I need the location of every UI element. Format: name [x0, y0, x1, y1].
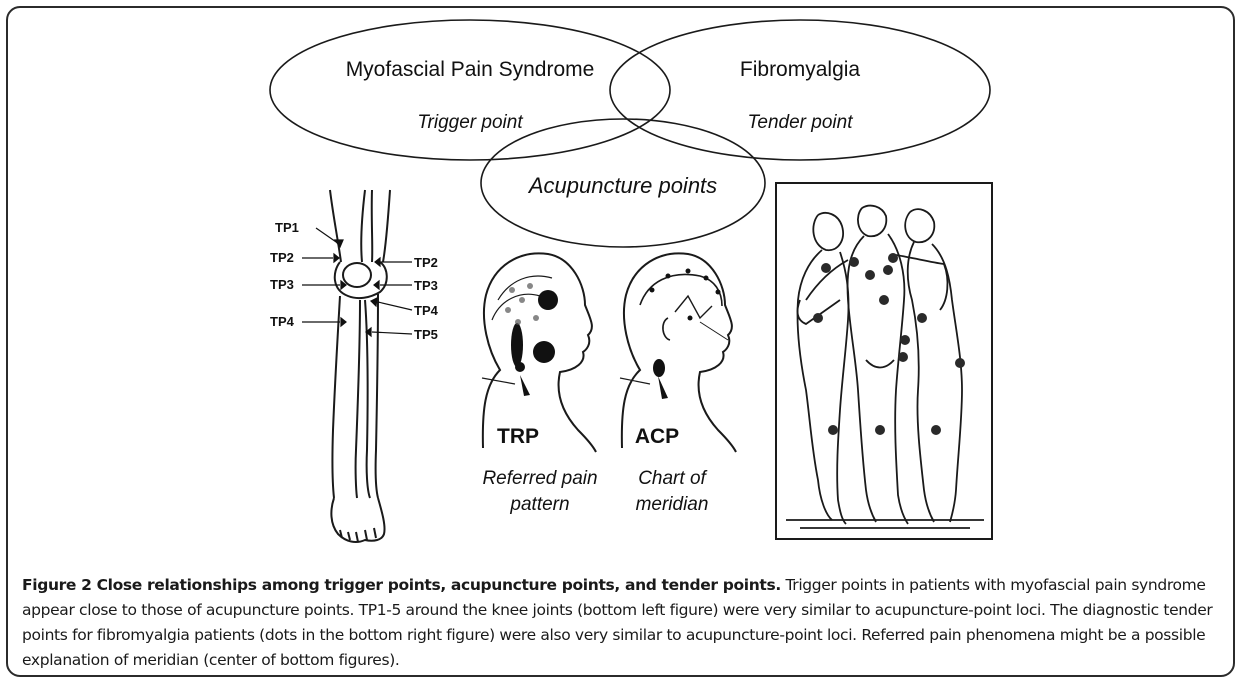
knee-label-tp1-left: TP1: [275, 220, 299, 235]
knee-label-tp3-left: TP3: [270, 277, 294, 292]
head-tag-trp: TRP: [497, 425, 539, 448]
knee-label-tp5-right: TP5: [414, 327, 438, 342]
head-right-caption-line1: Chart of: [638, 468, 707, 489]
head-left-caption-line2: pattern: [509, 494, 569, 515]
venn-ellipse-fibromyalgia: [610, 20, 990, 160]
knee-labels-right: TP2 TP3 TP4 TP5: [414, 255, 439, 342]
knee-label-tp3-right: TP3: [414, 278, 438, 293]
knee-label-tp4-left: TP4: [270, 314, 295, 329]
knee-trigger-markers: [302, 228, 412, 336]
knee-label-tp2-right: TP2: [414, 255, 438, 270]
knee-labels-left: TP1 TP2 TP3 TP4: [270, 220, 299, 329]
venn-left-title: Myofascial Pain Syndrome: [346, 58, 595, 81]
head-referred-pain-zones: [505, 283, 558, 396]
venn-bottom-label: Acupuncture points: [527, 173, 717, 198]
knee-label-tp2-left: TP2: [270, 250, 294, 265]
knee-label-tp4-right: TP4: [414, 303, 439, 318]
head-meridian-drawing: [620, 253, 736, 452]
caption-title: Figure 2 Close relationships among trigg…: [22, 576, 781, 594]
figure-illustration: Myofascial Pain Syndrome Trigger point F…: [0, 0, 1243, 570]
tender-points-figure: [776, 183, 992, 539]
figure-caption: Figure 2 Close relationships among trigg…: [22, 573, 1227, 673]
head-tag-acp: ACP: [635, 425, 679, 448]
venn-right-title: Fibromyalgia: [740, 58, 861, 81]
head-left-caption-line1: Referred pain: [482, 468, 597, 489]
head-meridian-points: [650, 269, 721, 400]
venn-left-subtitle: Trigger point: [417, 112, 523, 133]
head-right-caption-line2: meridian: [636, 494, 709, 515]
venn-right-subtitle: Tender point: [748, 112, 854, 133]
